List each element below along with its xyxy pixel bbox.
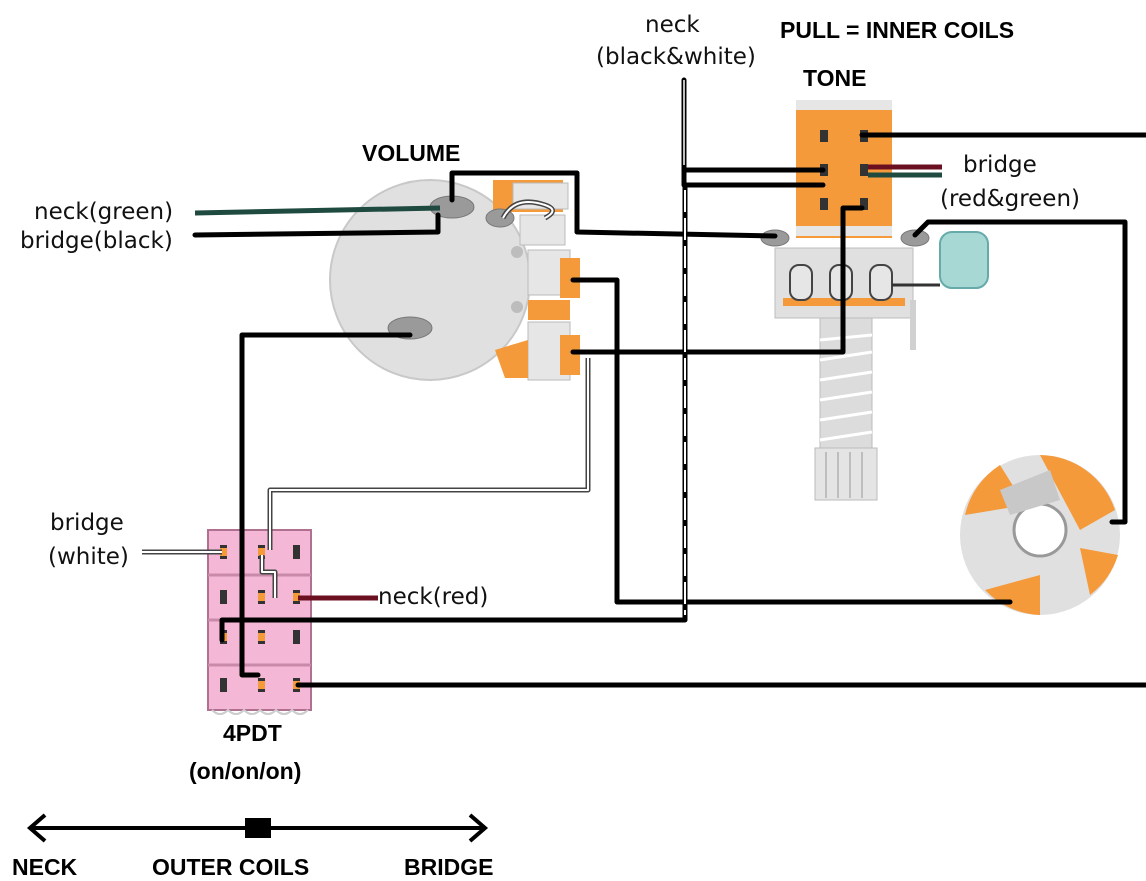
capacitor: [939, 231, 989, 289]
neck-red-label: neck(red): [378, 584, 488, 610]
bridge-rg-label-top: bridge: [963, 152, 1037, 178]
wires: [142, 77, 1146, 688]
position-arrow: [26, 813, 489, 843]
bridge-rg-label-bottom: (red&green): [940, 186, 1080, 212]
bridge-white-label-top: bridge: [50, 510, 124, 536]
neck-bw-label-top: neck: [645, 12, 700, 38]
neck-green-label: neck(green): [34, 199, 173, 225]
pull-inner-coils-label: PULL = INNER COILS: [780, 17, 1014, 43]
bridge-white-label-bottom: (white): [48, 544, 129, 570]
position-bridge-label: BRIDGE: [404, 854, 493, 880]
neck-bw-label-bottom: (black&white): [596, 44, 756, 70]
tone-label: TONE: [803, 65, 866, 91]
bridge-black-label: bridge(black): [20, 228, 173, 254]
position-outer-coils-label: OUTER COILS: [152, 854, 309, 880]
position-neck-label: NECK: [12, 854, 78, 880]
switch-mode-label: (on/on/on): [189, 758, 301, 784]
switch-name-label: 4PDT: [223, 720, 282, 746]
output-jack: [960, 455, 1120, 615]
volume-label: VOLUME: [362, 140, 460, 166]
volume-pot: [329, 179, 580, 381]
